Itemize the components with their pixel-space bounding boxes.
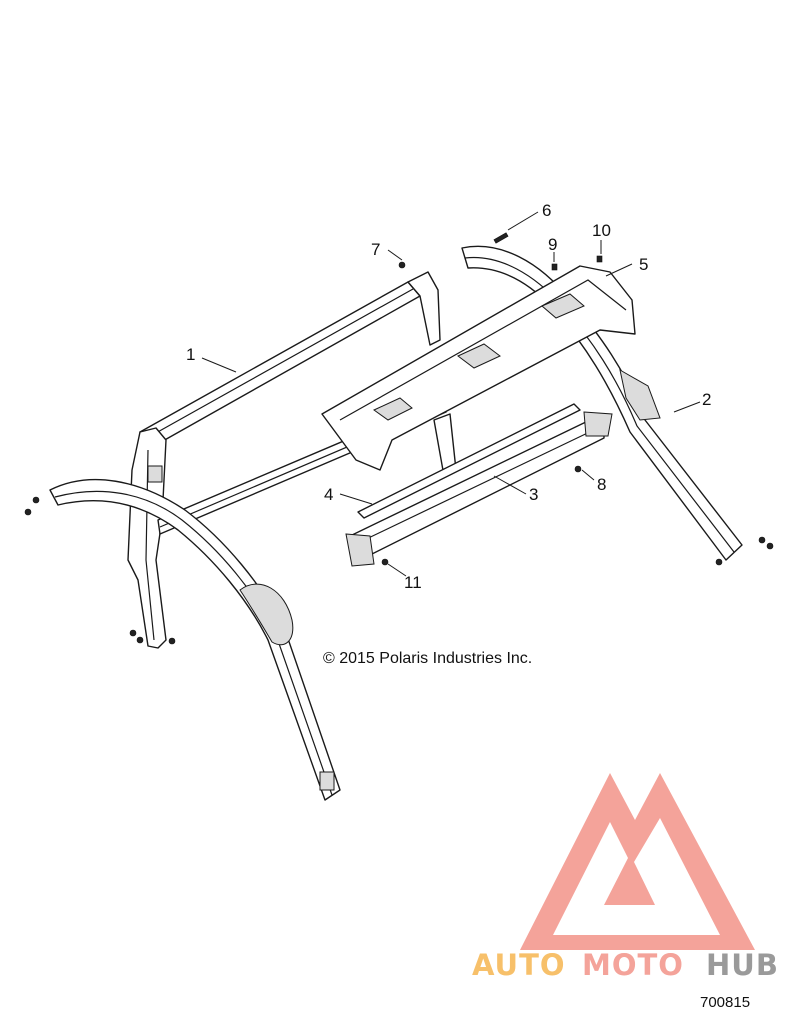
watermark-triangle-icon (520, 773, 755, 950)
callout-9: 9 (548, 235, 557, 254)
callout-2: 2 (702, 390, 711, 409)
callout-7: 7 (371, 240, 380, 259)
callout-numbers: 1 2 3 4 5 6 7 8 9 10 11 (186, 201, 711, 592)
callout-11: 11 (404, 573, 422, 592)
part-4-flat-strap (357, 403, 581, 519)
callout-3: 3 (529, 485, 538, 504)
callout-4: 4 (324, 485, 333, 504)
part-2-rear-tube-arc (461, 245, 774, 566)
figure-id: 700815 (700, 994, 750, 1011)
part-front-tube-arc-left (24, 478, 341, 801)
part-3-cross-brace (345, 411, 613, 567)
callout-10: 10 (592, 221, 611, 240)
copyright-text: © 2015 Polaris Industries Inc. (323, 650, 532, 667)
callout-6: 6 (542, 201, 551, 220)
part-5-roof-panel (321, 265, 636, 471)
callout-1: 1 (186, 345, 195, 364)
leader-lines (201, 211, 701, 577)
watermark-auto: AUTO (472, 948, 566, 982)
watermark-hub: HUB (706, 948, 779, 982)
callout-5: 5 (639, 255, 648, 274)
callout-8: 8 (597, 475, 606, 494)
watermark-logo: AUTO MOTO HUB (472, 773, 779, 982)
hardware-set (381, 232, 603, 566)
watermark-moto: MOTO (582, 948, 684, 982)
